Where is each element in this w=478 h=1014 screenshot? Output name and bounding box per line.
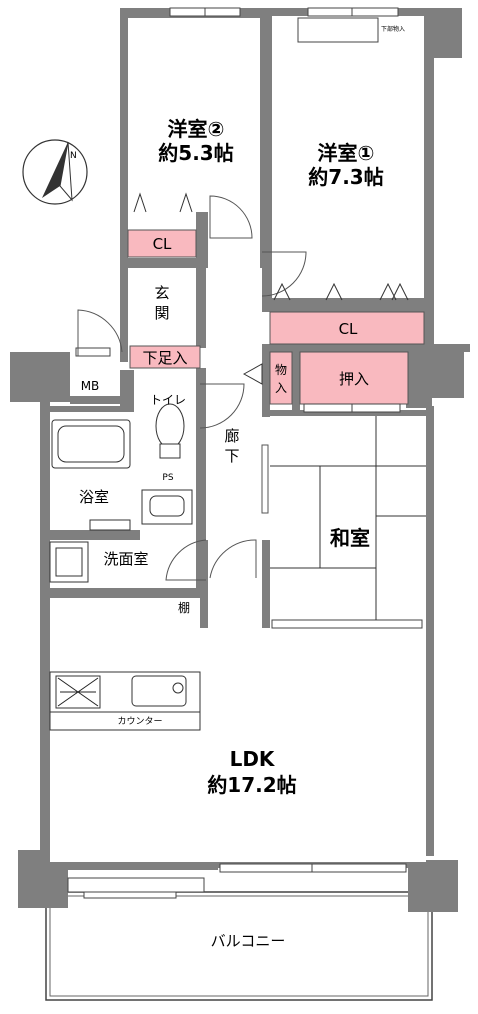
oshiire-label: 押入 [339, 370, 369, 388]
tatami [270, 416, 426, 620]
balcony: バルコニー [45, 891, 433, 1001]
washing-machine-drum [55, 547, 83, 577]
bath-name: 浴室 [79, 488, 109, 506]
western1-name: 洋室① [318, 141, 375, 165]
cl-western1-label: CL [339, 320, 358, 338]
genkan-line2: 関 [154, 304, 169, 322]
mono-line1: 物 [275, 363, 287, 377]
counter-top [49, 711, 201, 731]
shita-storage-label: 下部物入 [381, 25, 405, 33]
western1-size: 約7.3帖 [308, 165, 383, 189]
closet-doors [133, 192, 409, 385]
toilet-tank [159, 443, 181, 459]
toilet-name: トイレ [150, 393, 186, 407]
corridor-line2: 下 [224, 447, 239, 465]
fixtures [49, 403, 201, 731]
mb-label: MB [81, 379, 100, 393]
washitsu-name: 和室 [330, 526, 370, 550]
western2-size: 約5.3帖 [158, 141, 233, 165]
balcony-label: バルコニー [211, 932, 286, 950]
ps-label: PS [162, 473, 173, 483]
counter-label: カウンター [117, 716, 162, 727]
bathtub-basin [57, 425, 125, 463]
sink-tap [172, 682, 184, 694]
corridor-line1: 廊 [224, 427, 239, 445]
shelf-label: 棚 [178, 600, 190, 615]
washroom-name: 洗面室 [103, 550, 148, 568]
western2-name: 洋室② [168, 117, 225, 141]
doors [77, 195, 307, 581]
bath-step [89, 519, 131, 531]
mono-line2: 入 [275, 381, 287, 395]
genkan-line1: 玄 [154, 284, 169, 302]
stove-grate [57, 677, 99, 707]
compass-icon: N [22, 139, 88, 205]
kitchen-sink [131, 675, 187, 707]
windows [67, 7, 423, 899]
toilet-bowl [155, 403, 185, 449]
ldk-size: 約17.2帖 [207, 773, 296, 797]
washbasin-bowl [149, 495, 185, 517]
compass-north-label: N [70, 151, 77, 161]
cl-western2-label: CL [153, 235, 172, 253]
getabako-label: 下足入 [142, 349, 187, 367]
ldk-name: LDK [230, 747, 276, 771]
